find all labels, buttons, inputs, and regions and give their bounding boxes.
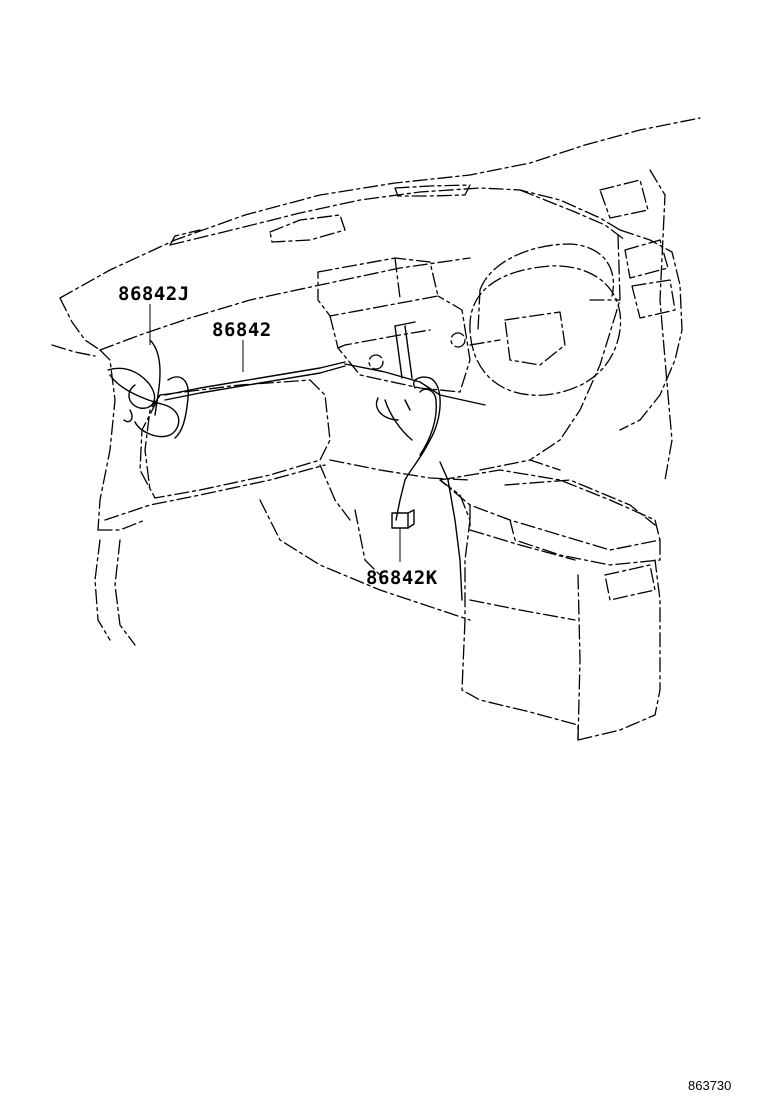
right-dash [529,169,683,481]
leader-lines [149,304,401,562]
callout-86842j: 86842J [118,283,190,305]
windshield-outline [51,117,701,357]
callout-86842k: 86842K [366,567,438,589]
callout-86842: 86842 [212,319,272,341]
floor-console [259,459,471,621]
center-console [439,459,661,741]
wire-harness [107,321,486,601]
center-stack [317,257,471,393]
dashboard-top [99,184,626,351]
figure-code: 863730 [688,1078,731,1093]
glove-box [94,349,331,646]
steering-wheel [469,243,622,396]
